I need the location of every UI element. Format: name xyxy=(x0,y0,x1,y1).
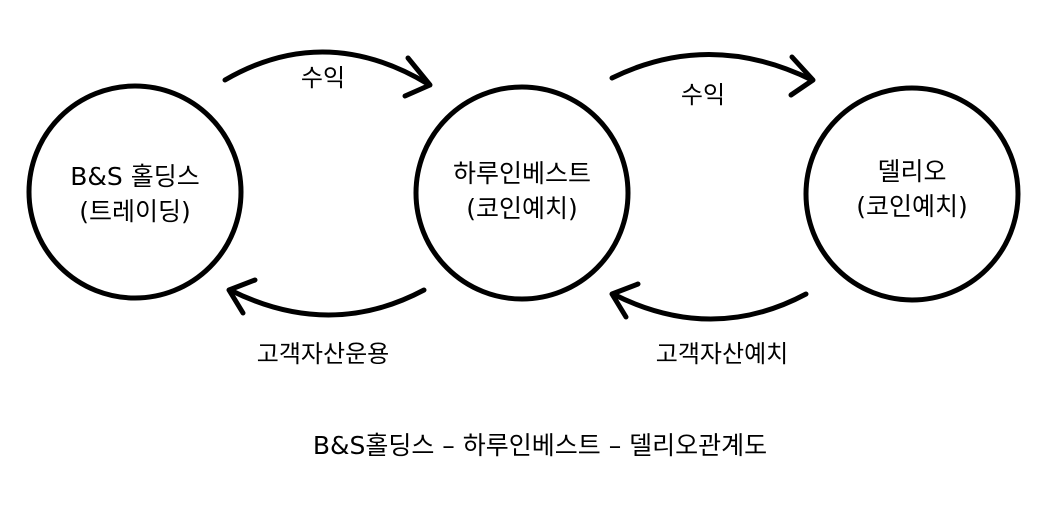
node-subtitle: (트레이딩) xyxy=(79,197,191,226)
node-circle xyxy=(803,85,1021,303)
node-subtitle: (코인예치) xyxy=(466,194,578,223)
node-title: 하루인베스트 xyxy=(453,159,591,188)
edge-arrow-line xyxy=(227,287,427,318)
arrowhead-left-icon xyxy=(609,281,641,320)
node-haru-invest: 하루인베스트 (코인예치) xyxy=(413,84,631,302)
diagram-caption: B&S홀딩스 – 하루인베스트 – 델리오관계도 xyxy=(313,431,767,460)
node-title: 델리오 xyxy=(877,157,946,186)
edge-label: 고객자산운용 xyxy=(257,340,389,368)
node-bs-holdings: B&S 홀딩스 (트레이딩) xyxy=(26,83,244,301)
node-subtitle: (코인예치) xyxy=(856,192,968,221)
node-circle xyxy=(413,84,631,302)
edge-label: 고객자산예치 xyxy=(656,340,788,368)
arrowhead-left-icon xyxy=(226,277,258,316)
arrowhead-right-icon xyxy=(402,55,433,99)
edge-haru-to-delio: 수익 xyxy=(609,52,816,109)
edge-bs-to-haru: 수익 xyxy=(222,49,433,99)
node-delio: 델리오 (코인예치) xyxy=(803,85,1021,303)
edge-label: 수익 xyxy=(301,64,345,92)
edge-arrow-line xyxy=(222,49,431,87)
edge-haru-to-bs: 고객자산운용 xyxy=(226,277,427,368)
edge-delio-to-haru: 고객자산예치 xyxy=(609,281,809,368)
edge-arrow-line xyxy=(609,52,815,83)
edge-label: 수익 xyxy=(681,81,725,109)
arrowhead-right-icon xyxy=(788,54,816,98)
node-circle xyxy=(26,83,244,301)
node-title: B&S 홀딩스 xyxy=(70,162,199,191)
edge-arrow-line xyxy=(610,291,809,322)
